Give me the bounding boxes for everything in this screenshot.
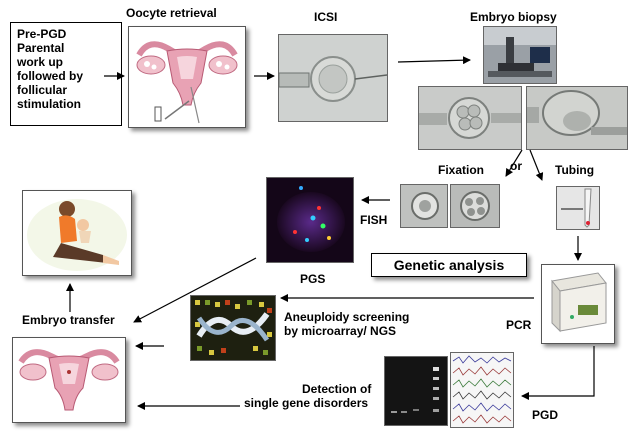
oocyte-retrieval-label: Oocyte retrieval bbox=[126, 6, 217, 20]
fixation-image-1 bbox=[400, 184, 448, 228]
sequence-trace-image bbox=[450, 352, 514, 428]
arrow-pcr-to-pgd bbox=[521, 346, 595, 400]
fixation-label: Fixation bbox=[438, 163, 485, 177]
or-label: or bbox=[510, 159, 522, 173]
pcr-machine-image bbox=[541, 264, 615, 344]
aneuploidy-line2: by microarray/ NGS bbox=[284, 324, 397, 338]
oocyte-retrieval-image bbox=[128, 26, 246, 128]
arrow-biopsy-to-tubing bbox=[529, 149, 544, 181]
pgd-label: PGD bbox=[532, 408, 559, 422]
uterus-image bbox=[12, 337, 126, 423]
fish-label: FISH bbox=[360, 213, 388, 227]
arrow-icsi-to-biopsy bbox=[397, 56, 471, 65]
embryo-biopsy-label: Embryo biopsy bbox=[470, 10, 557, 24]
detection-line1: Detection of bbox=[302, 382, 372, 396]
fish-image bbox=[266, 177, 354, 263]
biopsy-micrograph-1 bbox=[418, 86, 522, 150]
pcr-label: PCR bbox=[506, 318, 532, 332]
embryo-transfer-image bbox=[22, 190, 132, 276]
aneuploidy-line1: Aneuploidy screening bbox=[284, 310, 410, 324]
genetic-analysis-box: Genetic analysis bbox=[371, 253, 527, 277]
microarray-image bbox=[190, 295, 276, 361]
embryo-transfer-label: Embryo transfer bbox=[22, 313, 115, 327]
gel-image bbox=[384, 356, 448, 426]
tubing-image bbox=[556, 186, 600, 230]
pgs-label: PGS bbox=[300, 272, 326, 286]
detection-line2: single gene disorders bbox=[244, 396, 369, 410]
icsi-image bbox=[278, 34, 388, 122]
tubing-label: Tubing bbox=[555, 163, 595, 177]
fixation-image-2 bbox=[450, 184, 500, 228]
icsi-label: ICSI bbox=[314, 10, 338, 24]
biopsy-equipment-image bbox=[483, 26, 557, 84]
biopsy-micrograph-2 bbox=[526, 86, 628, 150]
pre-pgd-box: Pre-PGD Parental work up followed by fol… bbox=[10, 22, 122, 126]
pre-pgd-text: Pre-PGD Parental work up followed by fol… bbox=[17, 27, 83, 111]
